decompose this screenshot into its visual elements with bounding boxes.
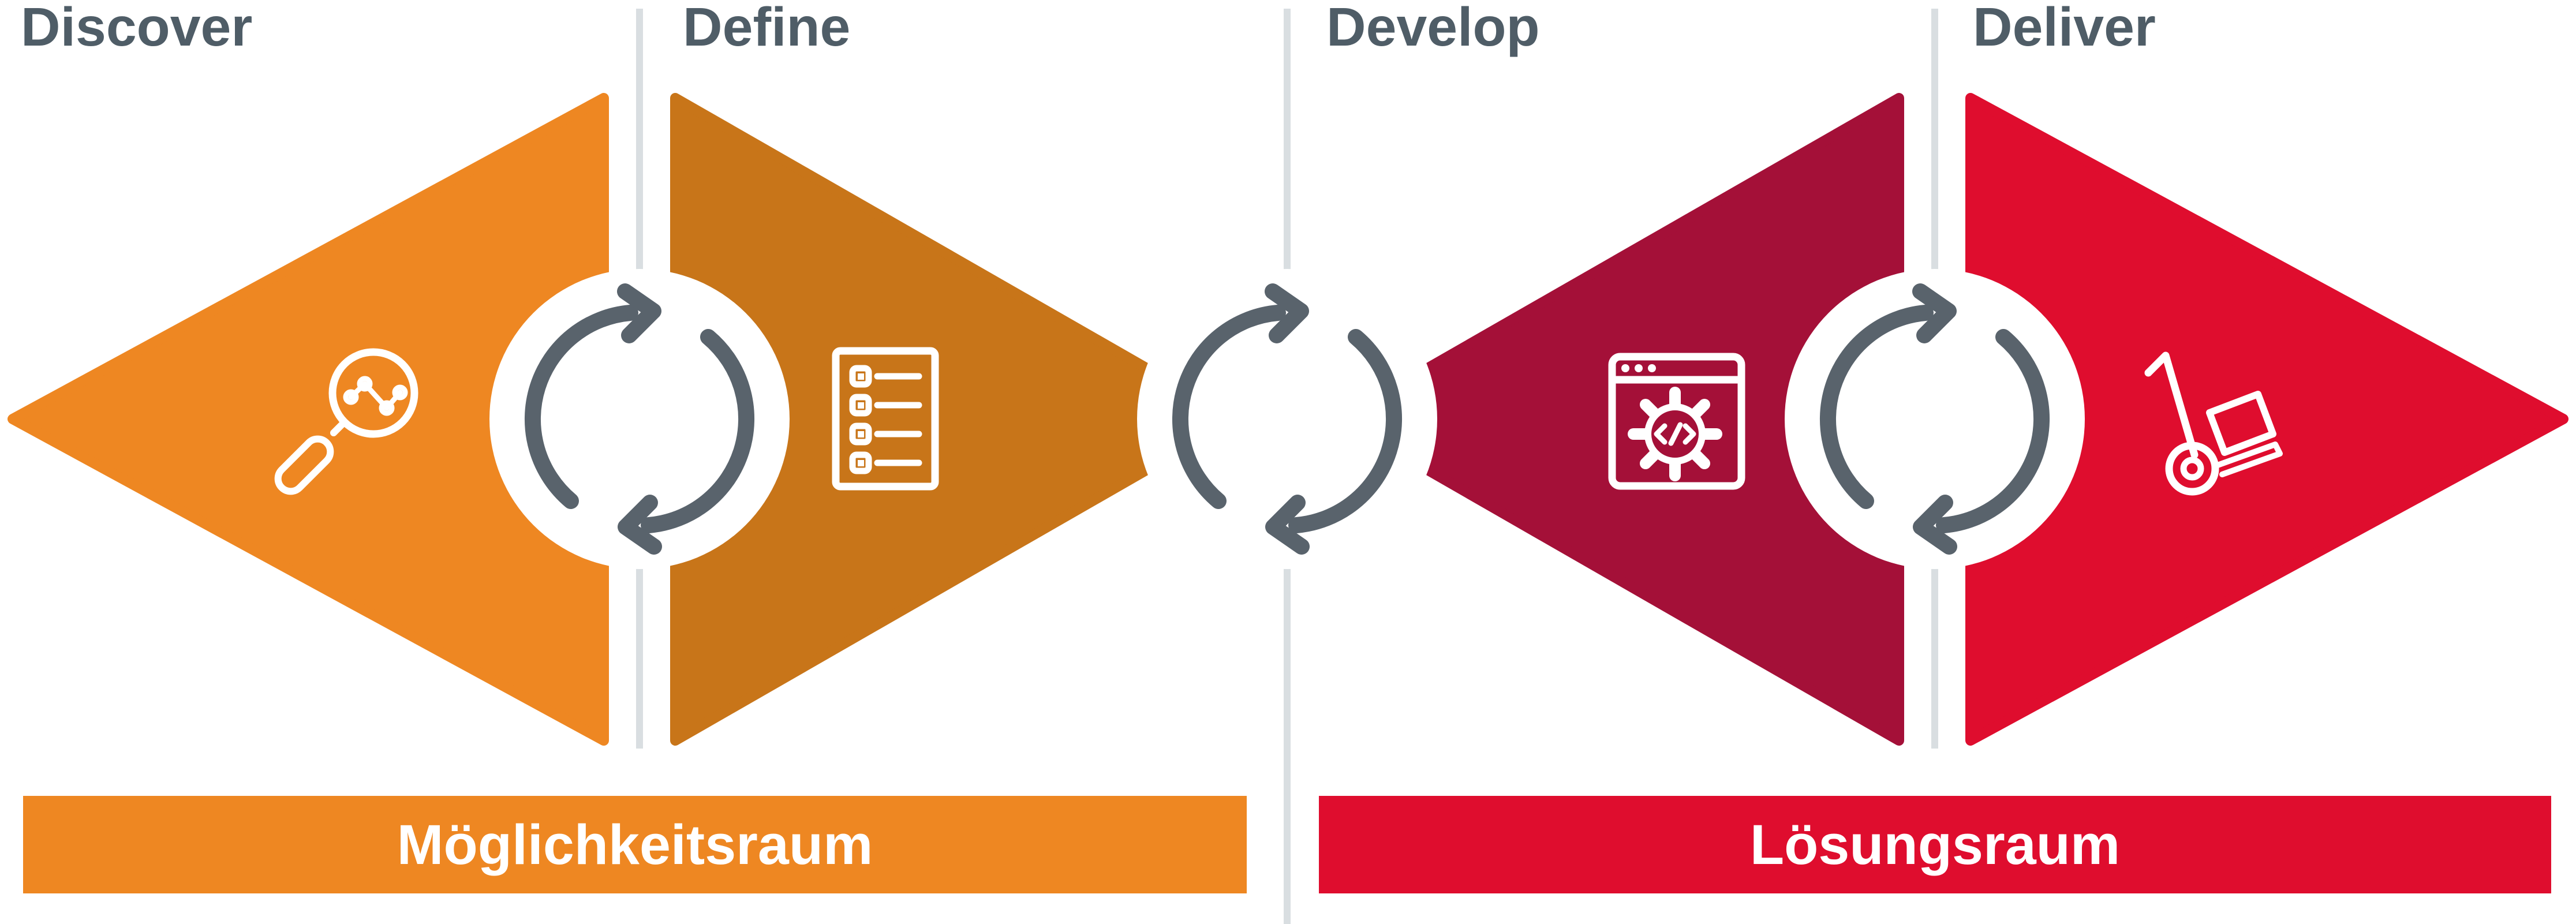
solution-space-bar: Lösungsraum <box>1319 796 2551 893</box>
cycle-arrows-icon <box>1172 283 1402 555</box>
magnifier-analytics-icon <box>274 348 418 495</box>
cycle-arrows-icon <box>525 283 754 555</box>
browser-dots <box>1621 364 1656 372</box>
hand-truck-icon <box>2144 351 2283 496</box>
phase-label-define: Define <box>683 0 851 58</box>
checklist-check-marks <box>858 373 864 466</box>
checklist-icon <box>832 347 939 491</box>
cycle-arrows-icon <box>1820 283 2050 555</box>
phase-label-deliver: Deliver <box>1973 0 2156 58</box>
possibility-space-label: Möglichkeitsraum <box>397 813 873 876</box>
solution-space-label: Lösungsraum <box>1749 813 2121 876</box>
gear-icon <box>1628 387 1722 481</box>
phase-label-discover: Discover <box>21 0 253 58</box>
code-window-gear-icon <box>1608 353 1745 490</box>
phase-label-develop: Develop <box>1326 0 1540 58</box>
possibility-space-bar: Möglichkeitsraum <box>23 796 1247 893</box>
